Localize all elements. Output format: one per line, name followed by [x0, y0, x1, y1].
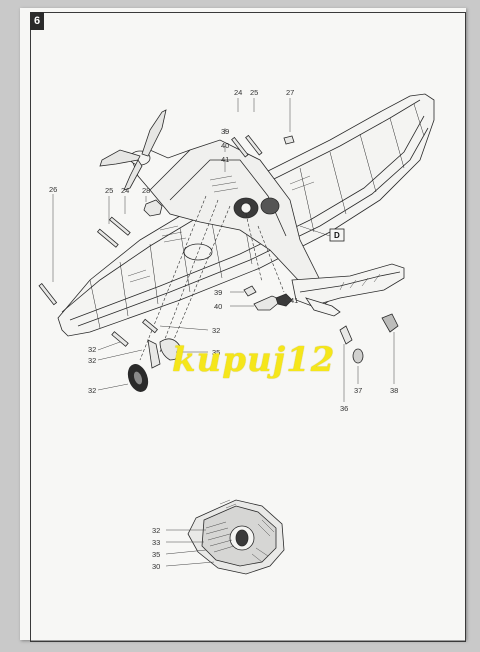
detail-callout-d: D [329, 228, 345, 242]
label-39-top: 39 [221, 127, 229, 136]
part-41 [275, 293, 293, 307]
part-37 [352, 348, 364, 364]
part-27 [283, 135, 295, 145]
detail-label-35: 35 [152, 550, 160, 559]
detail-part-labels: 32 33 35 30 [152, 526, 160, 571]
label-39-mid: 39 [214, 288, 222, 297]
label-24-left: 24 [121, 186, 129, 195]
label-32-left-a: 32 [88, 345, 96, 354]
page-frame [30, 12, 466, 642]
step-number-badge: 6 [30, 12, 44, 30]
label-41-top: 41 [221, 155, 229, 164]
label-24-top: 24 [234, 88, 242, 97]
part-number-labels: 24 25 27 39 40 41 26 25 24 28 32 32 32 3… [49, 88, 398, 413]
aircraft-underside-drawing [57, 93, 435, 361]
label-32-right-a: 32 [212, 326, 220, 335]
label-26: 26 [49, 185, 57, 194]
part-36 [339, 325, 353, 345]
watermark-text: kupuj12 [172, 340, 336, 380]
part-38 [381, 313, 399, 333]
part-35-strut [147, 339, 161, 369]
part-24-rod-left [108, 216, 131, 236]
label-25-top: 25 [250, 88, 258, 97]
label-40-mid: 40 [214, 302, 222, 311]
part-32-door-b [142, 318, 158, 334]
label-27: 27 [286, 88, 294, 97]
cockpit-detail-drawing [187, 499, 285, 575]
label-25-left: 25 [105, 186, 113, 195]
part-24-rod-top [231, 136, 249, 158]
detail-leader-lines [165, 529, 215, 567]
part-25-rod-left [96, 228, 119, 248]
label-37: 37 [354, 386, 362, 395]
part-39 [243, 285, 257, 297]
detail-label-33: 33 [152, 538, 160, 547]
leader-lines [52, 98, 395, 402]
label-28: 28 [142, 186, 150, 195]
label-40-top: 40 [221, 141, 229, 150]
part-40 [253, 295, 283, 311]
parts-tree [38, 134, 399, 392]
part-25-rod-top [245, 134, 263, 156]
part-32-fairing [159, 338, 181, 361]
callout-letter: D [334, 231, 340, 240]
label-32-left-b: 32 [88, 356, 96, 365]
label-36: 36 [340, 404, 348, 413]
label-32-wheel: 32 [88, 386, 96, 395]
part-32-door-a [111, 331, 129, 347]
label-35: 35 [212, 348, 220, 357]
label-38: 38 [390, 386, 398, 395]
detail-label-30: 30 [152, 562, 160, 571]
callout-box [329, 228, 345, 242]
part-26-rod [38, 283, 58, 306]
label-41-mid: 41 [290, 296, 298, 305]
detail-label-32: 32 [152, 526, 160, 535]
part-28 [143, 199, 163, 217]
